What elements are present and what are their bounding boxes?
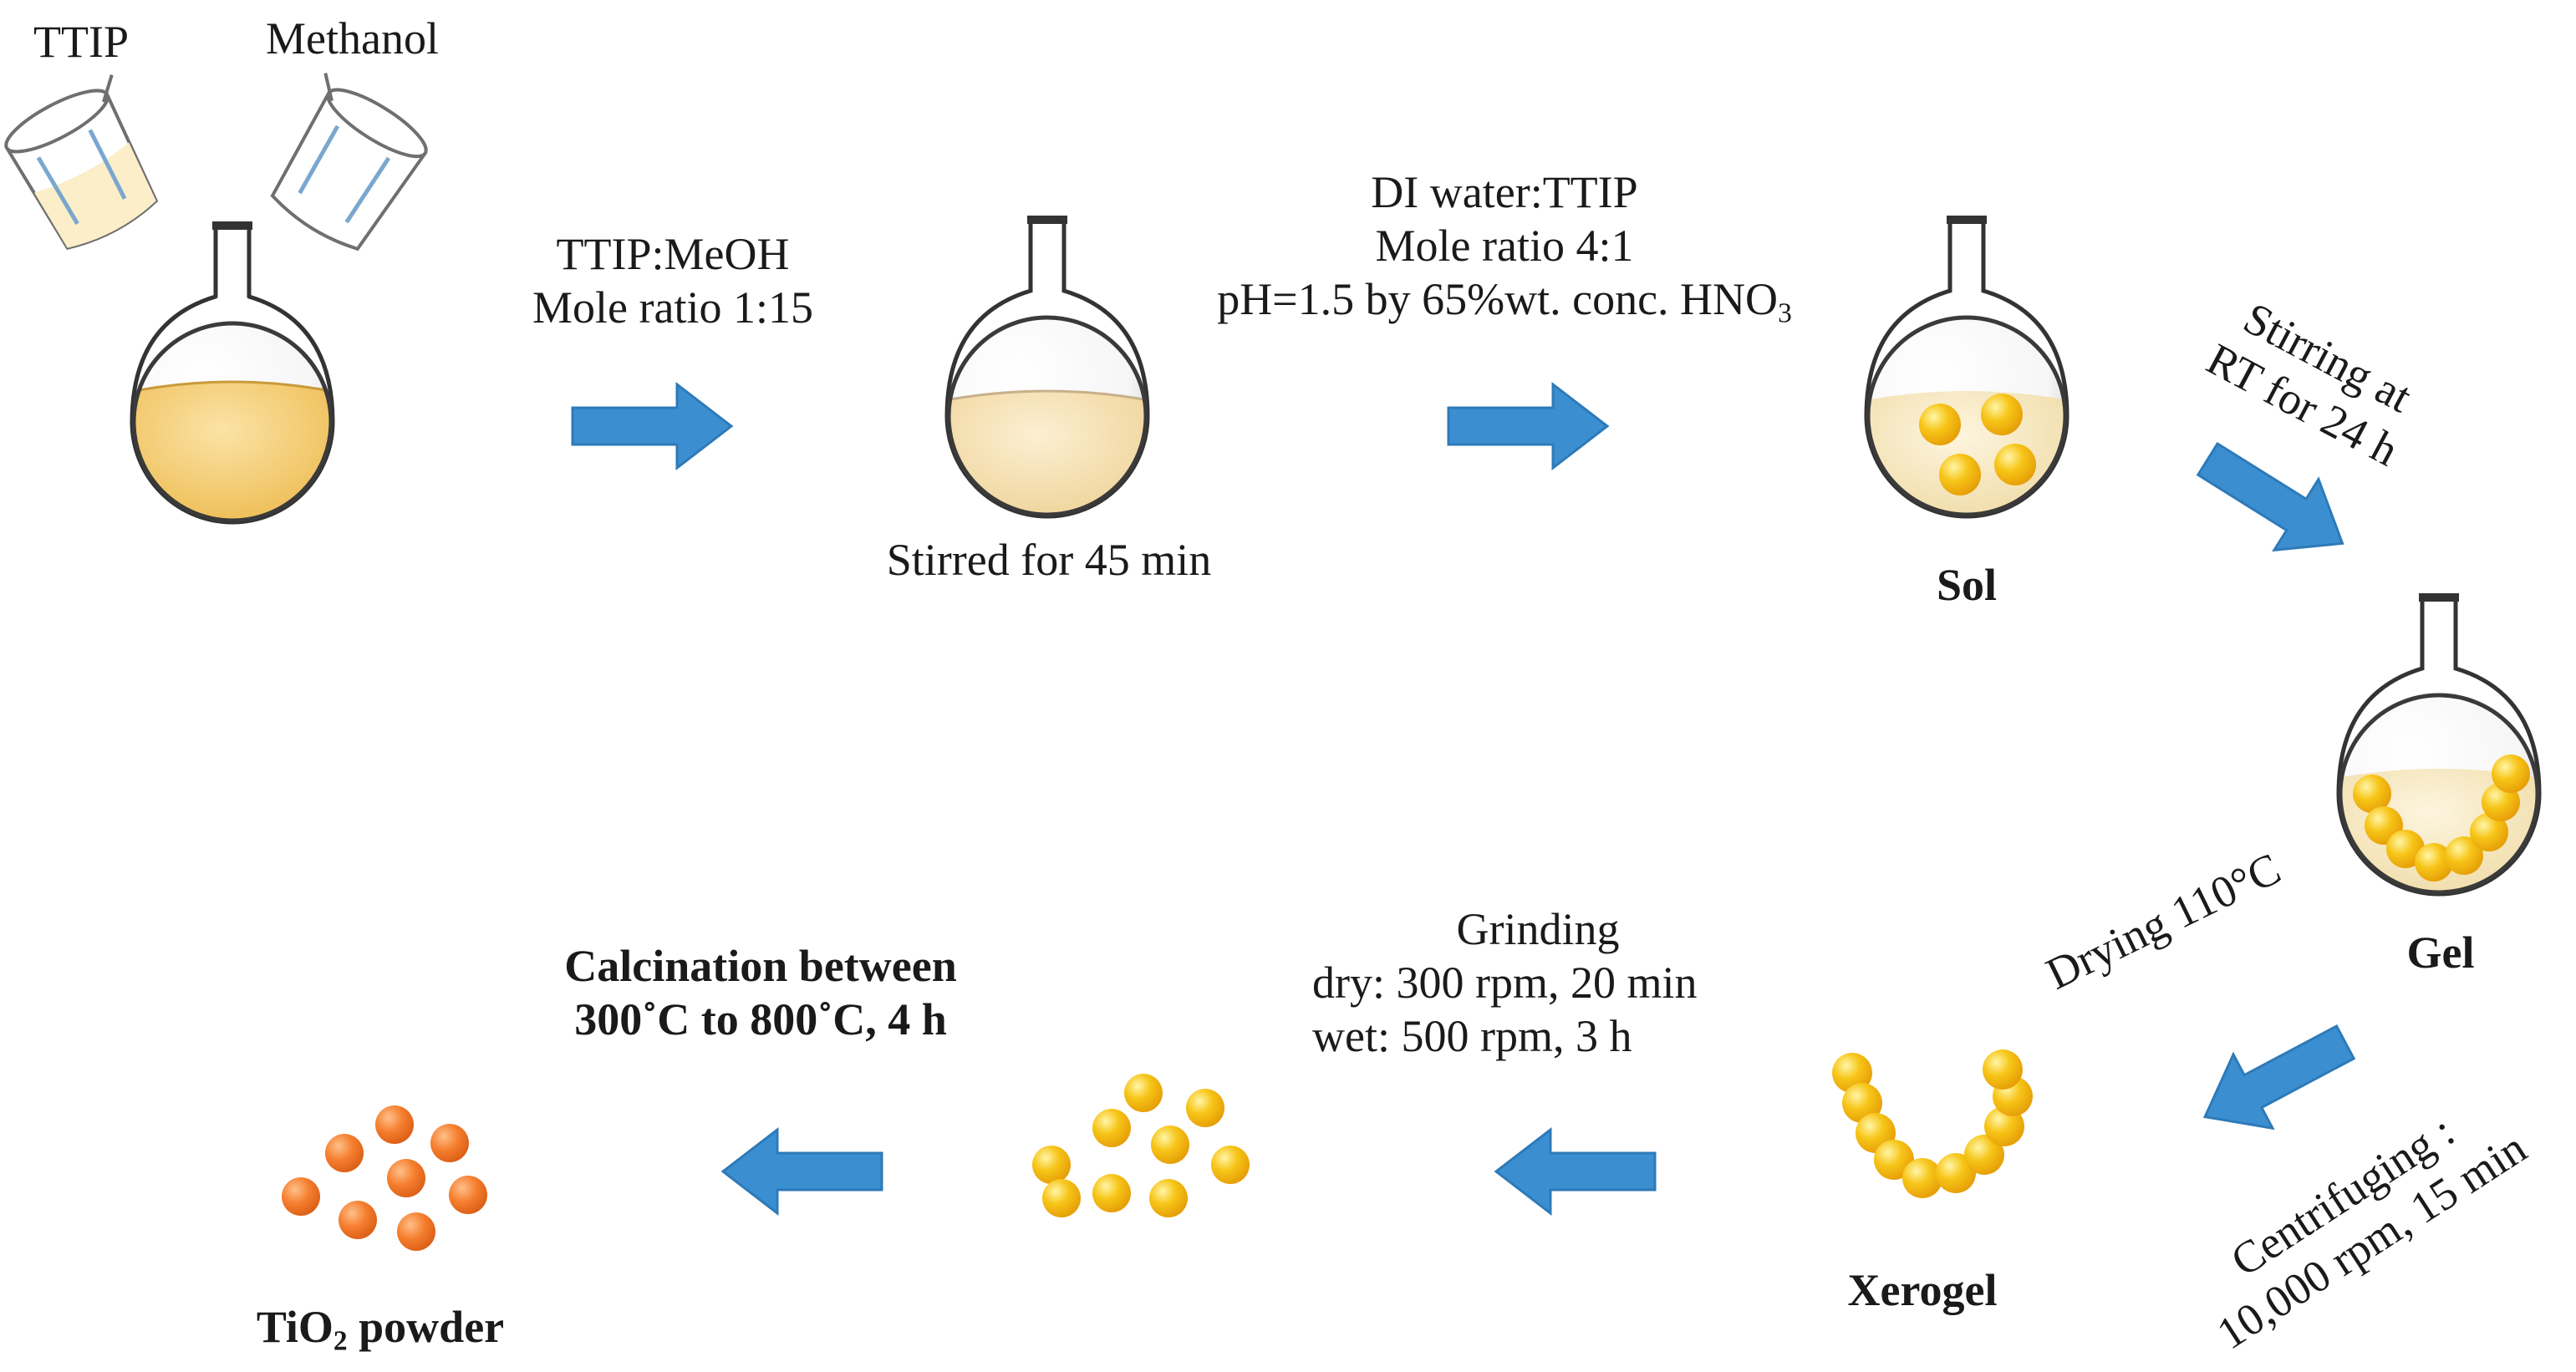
stirred-label: Stirred for 45 min — [886, 535, 1212, 585]
arrow-right-2 — [1447, 381, 1610, 471]
tio2-particles-icon — [282, 1105, 487, 1251]
hydrolysis-line3-subscript: 3 — [1778, 297, 1792, 329]
calcination-label: Calcination between 300˚C to 800˚C, 4 h — [501, 939, 1020, 1046]
ttip-label: TTIP — [33, 17, 129, 67]
arrow-left-1 — [1494, 1126, 1657, 1217]
calcination-line2: 300˚C to 800˚C, 4 h — [574, 994, 947, 1044]
flask-stirred-icon — [944, 216, 1150, 519]
calcination-line1: Calcination between — [564, 941, 957, 991]
xerogel-particles-icon — [1832, 1049, 2033, 1198]
gel-label: Gel — [2406, 927, 2475, 978]
methanol-beaker-icon — [270, 73, 428, 252]
sol-label: Sol — [1936, 560, 1998, 610]
flask-gel-icon — [2336, 593, 2542, 897]
mix-ratio-line1: TTIP:MeOH — [556, 229, 790, 279]
tio2-suffix: powder — [347, 1302, 505, 1352]
grinding-line3: wet: 500 rpm, 3 h — [1312, 1011, 1632, 1061]
ground-particles-icon — [1032, 1074, 1250, 1217]
ttip-beaker-icon — [4, 74, 159, 251]
tio2-subscript: 2 — [333, 1325, 348, 1357]
tio2-powder-label: TiO2 powder — [205, 1300, 556, 1357]
tio2-prefix: TiO — [256, 1302, 333, 1352]
arrow-diagonal-left — [2202, 1024, 2356, 1131]
arrow-diagonal-down — [2196, 441, 2344, 552]
hydrolysis-line2: Mole ratio 4:1 — [1375, 221, 1634, 271]
mix-ratio-label: TTIP:MeOH Mole ratio 1:15 — [485, 227, 861, 334]
hydrolysis-line3: pH=1.5 by 65%wt. conc. HNO3 — [1137, 272, 1872, 329]
grinding-line1: Grinding — [1456, 904, 1620, 954]
xerogel-label: Xerogel — [1847, 1265, 1998, 1315]
methanol-label: Methanol — [266, 13, 439, 64]
grinding-label: Grinding dry: 300 rpm, 20 min wet: 500 r… — [1312, 902, 1764, 1063]
hydrolysis-label: DI water:TTIP Mole ratio 4:1 pH=1.5 by 6… — [1137, 165, 1872, 329]
hydrolysis-line3-text: pH=1.5 by 65%wt. conc. HNO — [1217, 274, 1779, 324]
flask-sol-icon — [1864, 216, 2069, 519]
mix-ratio-line2: Mole ratio 1:15 — [532, 282, 813, 333]
arrow-right-1 — [571, 381, 734, 471]
hydrolysis-line1: DI water:TTIP — [1371, 167, 1638, 217]
flask-initial-icon — [130, 221, 335, 525]
grinding-line2: dry: 300 rpm, 20 min — [1312, 958, 1698, 1008]
arrow-left-2 — [720, 1126, 883, 1217]
